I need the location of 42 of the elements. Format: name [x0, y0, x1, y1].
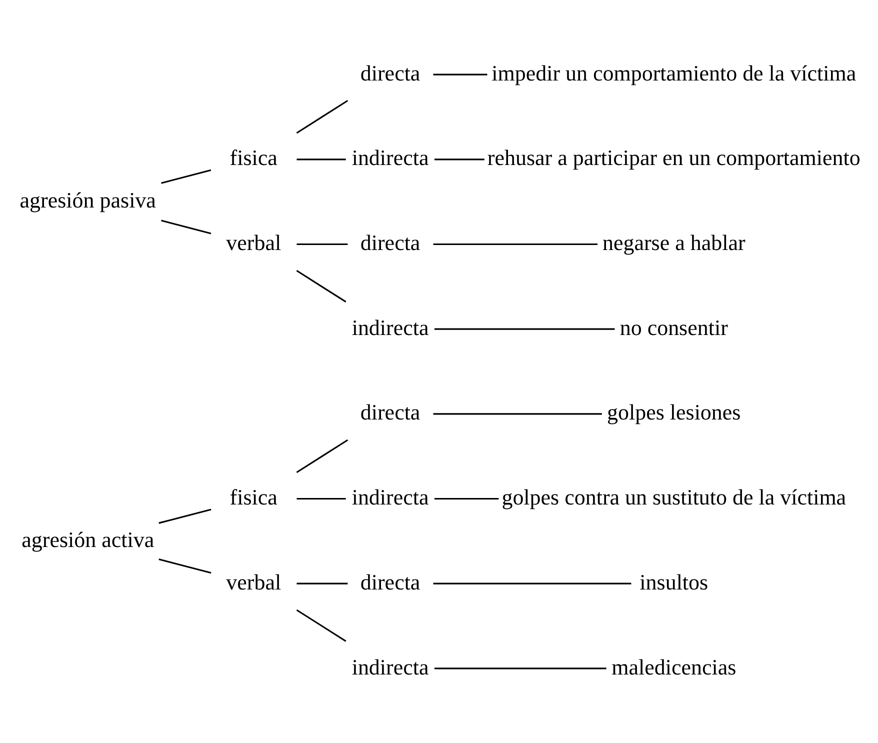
node-text: fisica — [230, 484, 278, 510]
connector — [296, 582, 348, 584]
connector — [434, 328, 615, 330]
connector — [434, 498, 499, 500]
connector — [296, 498, 346, 500]
node-text: fisica — [230, 145, 278, 170]
node-text: rehusar a participar en un comportamiento — [487, 145, 860, 170]
node-text: agresión activa — [22, 526, 154, 552]
connector — [296, 158, 346, 160]
node-text: verbal — [226, 569, 282, 594]
connector — [296, 439, 348, 474]
node-text: directa — [360, 230, 420, 256]
node-text: directa — [360, 569, 420, 594]
node-text: golpes lesiones — [607, 400, 741, 425]
connector — [434, 158, 484, 160]
connector — [158, 508, 212, 524]
node-text: agresión pasiva — [20, 188, 156, 213]
connector — [161, 169, 212, 184]
node-text: indirecta — [352, 145, 429, 170]
node-text: directa — [360, 60, 420, 86]
connector — [296, 100, 348, 134]
connector — [296, 270, 346, 302]
node-text: golpes contra un sustituto de la víctima — [502, 484, 846, 510]
node-text: verbal — [226, 230, 282, 256]
connector — [434, 668, 606, 670]
node-text: maledicencias — [612, 654, 736, 680]
node-text: no consentir — [620, 314, 728, 340]
connector — [433, 243, 598, 246]
node-text: indirecta — [352, 484, 429, 510]
connector — [433, 74, 488, 76]
node-text: impedir un comportamiento de la víctima — [492, 60, 856, 86]
node-text: directa — [360, 400, 420, 425]
node-text: indirecta — [352, 314, 429, 340]
connector — [296, 609, 346, 642]
connector — [433, 582, 632, 584]
node-text: insultos — [640, 569, 708, 594]
connector — [433, 413, 602, 415]
node-text: indirecta — [352, 654, 429, 680]
node-text: negarse a hablar — [602, 230, 746, 256]
connector — [158, 558, 212, 574]
connector — [296, 243, 348, 246]
connector — [161, 220, 212, 234]
